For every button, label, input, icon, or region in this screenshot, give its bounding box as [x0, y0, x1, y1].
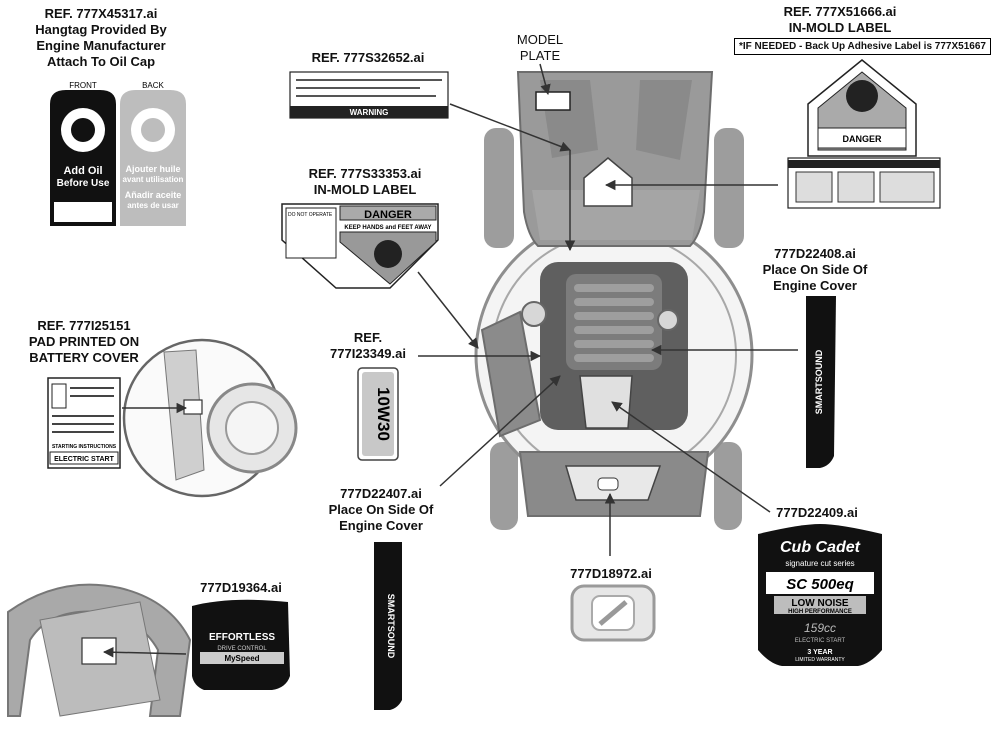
danger-inmold-decal: DANGER — [787, 59, 941, 209]
front-caption: FRONT — [69, 81, 97, 90]
svg-text:Before Use: Before Use — [57, 178, 110, 189]
effortless-decal: EFFORTLESS DRIVE CONTROL MySpeed — [192, 599, 290, 690]
svg-text:KEEP HANDS and FEET AWAY: KEEP HANDS and FEET AWAY — [344, 225, 431, 231]
svg-text:DRIVE CONTROL: DRIVE CONTROL — [217, 646, 267, 652]
leader-model-plate — [539, 63, 551, 96]
effortless-callout: 777D19364.ai — [200, 580, 282, 595]
pad-callout: REF. 777I25151 PAD PRINTED ON BATTERY CO… — [28, 318, 140, 365]
model-plate-spot — [535, 91, 571, 111]
svg-text:DANGER: DANGER — [364, 209, 412, 221]
leader-side-left — [439, 375, 561, 487]
svg-text:ELECTRIC START: ELECTRIC START — [54, 456, 114, 463]
svg-text:Añadir aceite: Añadir aceite — [125, 190, 182, 200]
hangtag-front: Add Oil Before Use — [50, 90, 116, 226]
svg-text:STARTING INSTRUCTIONS: STARTING INSTRUCTIONS — [52, 444, 117, 450]
leader-brand — [611, 401, 771, 513]
leader-lines — [102, 63, 798, 658]
hangtag-back: Ajouter huile avant utilisation Añadir a… — [120, 90, 186, 226]
svg-text:Ajouter huile: Ajouter huile — [125, 164, 180, 174]
smartsound-right-decal: SMARTSOUND — [806, 296, 836, 468]
electric-start-decal: STARTING INSTRUCTIONS ELECTRIC START — [47, 377, 121, 469]
danger-small-decal: DANGER KEEP HANDS and FEET AWAY — [281, 203, 439, 289]
svg-text:ELECTRIC START: ELECTRIC START — [795, 638, 846, 644]
leader-danger-small — [417, 271, 479, 349]
svg-text:LIMITED WARRANTY: LIMITED WARRANTY — [795, 657, 845, 663]
svg-text:LOW NOISE: LOW NOISE — [791, 598, 849, 609]
svg-text:3 YEAR: 3 YEAR — [807, 649, 832, 656]
warning-callout: REF. 777S32652.ai — [311, 50, 425, 65]
svg-text:avant utilisation: avant utilisation — [123, 175, 184, 184]
brand-decal: Cub Cadet signature cut series SC 500eq … — [758, 524, 882, 666]
rear-right-wheel — [714, 128, 744, 248]
smartsound-left-decal: SMARTSOUND — [374, 542, 402, 710]
svg-text:Cub Cadet: Cub Cadet — [780, 539, 861, 556]
front-left-wheel — [490, 442, 518, 530]
svg-text:signature cut series: signature cut series — [785, 559, 854, 568]
svg-text:SC 500eq: SC 500eq — [786, 576, 854, 593]
back-caption: BACK — [142, 81, 164, 90]
hangtag-callout: REF. 777X45317.ai Hangtag Provided By En… — [35, 6, 167, 69]
oil-callout: REF. 777I23349.ai — [330, 330, 406, 361]
discharge-chute — [480, 310, 542, 438]
danger-inmold-callout: REF. 777X51666.ai IN-MOLD LABEL — [783, 4, 897, 35]
mid-logo-decal — [570, 584, 656, 642]
adhesive-note: *IF NEEDED - Back Up Adhesive Label is 7… — [734, 38, 991, 55]
model-plate-callout: MODEL PLATE — [516, 32, 564, 63]
warning-decal: WARNING — [289, 71, 449, 119]
svg-text:MySpeed: MySpeed — [224, 654, 259, 663]
svg-text:WARNING: WARNING — [350, 108, 389, 117]
svg-text:10W30: 10W30 — [374, 387, 393, 441]
rear-left-wheel — [484, 128, 514, 248]
mid-callout: 777D18972.ai — [570, 566, 652, 581]
leader-warning — [449, 103, 571, 152]
brand-callout: 777D22409.ai — [776, 505, 858, 520]
side-left-callout: 777D22407.ai Place On Side Of Engine Cov… — [328, 486, 434, 533]
side-right-callout: 777D22408.ai Place On Side Of Engine Cov… — [762, 246, 868, 293]
svg-text:DANGER: DANGER — [842, 134, 882, 144]
leader-effortless — [102, 646, 187, 658]
svg-text:HIGH PERFORMANCE: HIGH PERFORMANCE — [788, 609, 852, 615]
svg-text:antes de usar: antes de usar — [127, 201, 179, 210]
hangtag-add-oil: Add Oil — [63, 165, 102, 177]
danger-small-callout: REF. 777S33353.ai IN-MOLD LABEL — [308, 166, 422, 197]
svg-text:SMARTSOUND: SMARTSOUND — [386, 594, 396, 659]
oil-grade-decal: 10W30 — [357, 367, 399, 461]
mower-body — [474, 71, 754, 530]
danger-small-operate-text: DO NOT OPERATE — [288, 212, 333, 218]
svg-text:EFFORTLESS: EFFORTLESS — [209, 632, 275, 643]
svg-text:SMARTSOUND: SMARTSOUND — [814, 349, 824, 414]
oil-label-spot — [579, 375, 633, 429]
front-right-wheel — [714, 442, 742, 530]
battery-cover-inset — [122, 338, 298, 498]
handle-inset — [7, 583, 192, 717]
svg-text:159cc: 159cc — [804, 621, 836, 635]
